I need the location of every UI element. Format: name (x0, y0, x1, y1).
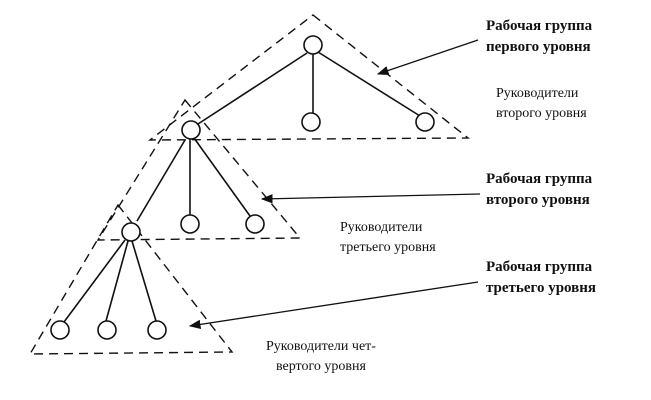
level3-group-boundary (28, 203, 234, 355)
level1-edges (197, 46, 421, 125)
level2-middle-node (180, 214, 200, 234)
level1-top-node (303, 35, 323, 55)
level3-top-node (121, 222, 141, 242)
label-wg3: Рабочая группа третьего уровня (486, 259, 596, 296)
label-mgr4-line1: Руководители чет- (266, 339, 376, 354)
level3-edges (63, 239, 157, 323)
label-wg2-line1: Рабочая группа (486, 171, 593, 187)
level3-right-node (147, 320, 167, 340)
level1-middle-node (301, 112, 321, 132)
arrow-wg1 (376, 39, 479, 76)
level1-right-node (415, 112, 435, 132)
label-wg1: Рабочая группа первого уровня (486, 18, 593, 55)
label-mgr2-line1: Руководители (496, 86, 579, 101)
level1-group-boundary (147, 14, 470, 141)
label-mgr2: Руководители второго уровня (496, 86, 587, 121)
label-mgr4-line2: вертого уровня (276, 359, 366, 374)
label-mgr4: Руководители чет- вертого уровня (266, 339, 376, 374)
level2-edges (136, 137, 251, 222)
level3-middle-node (97, 320, 117, 340)
label-mgr3-line2: третьего уровня (340, 240, 436, 255)
label-wg3-line1: Рабочая группа (486, 259, 593, 275)
arrow-wg2 (260, 193, 481, 204)
label-wg1-line2: первого уровня (486, 39, 591, 55)
arrow-wg3 (188, 281, 479, 330)
label-wg2: Рабочая группа второго уровня (486, 171, 593, 208)
level3-left-node (50, 320, 70, 340)
level2-right-node (245, 214, 265, 234)
label-mgr3-line1: Руководители (340, 220, 423, 235)
label-mgr3: Руководители третьего уровня (340, 220, 436, 255)
label-wg3-line2: третьего уровня (486, 280, 596, 296)
label-wg1-line1: Рабочая группа (486, 18, 593, 34)
level2-top-node (181, 120, 201, 140)
label-mgr2-line2: второго уровня (496, 106, 587, 121)
label-wg2-line2: второго уровня (486, 192, 590, 208)
